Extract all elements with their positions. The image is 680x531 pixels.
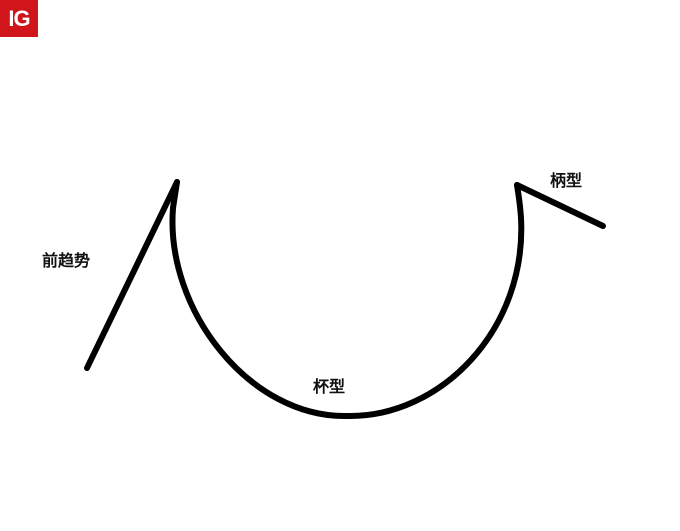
ig-logo-text: IG [8, 5, 30, 31]
cup-curve [169, 179, 525, 420]
prior-trend-line [84, 179, 180, 371]
handle-label: 柄型 [550, 171, 583, 190]
handle-line [514, 182, 606, 229]
prior-trend-label: 前趋势 [42, 251, 91, 270]
cup-label: 杯型 [313, 377, 346, 396]
ig-logo: IG [0, 0, 38, 37]
